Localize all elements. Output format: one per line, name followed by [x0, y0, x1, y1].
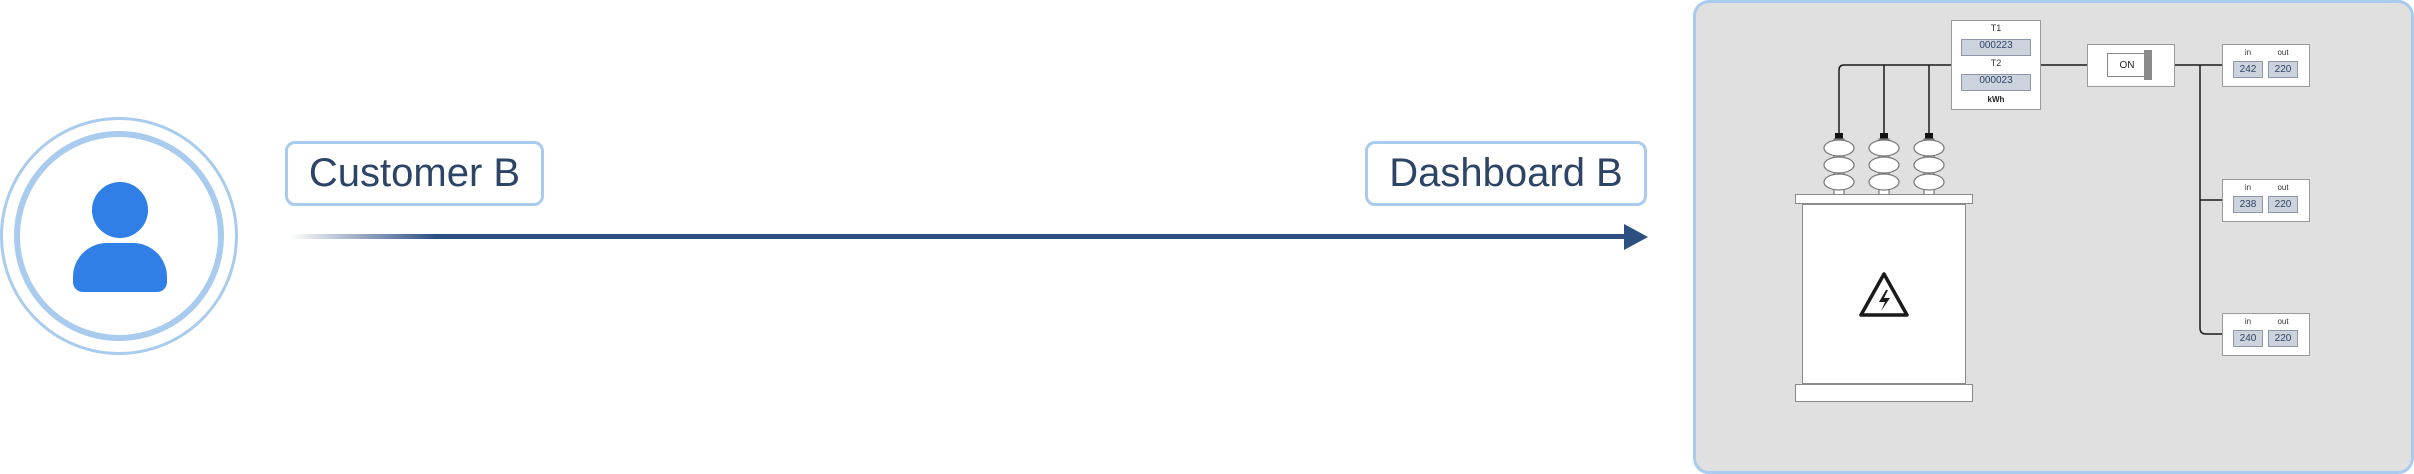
- readout-3-out-value: 220: [2268, 330, 2298, 347]
- meter-t1-value: 000223: [1961, 39, 2031, 56]
- readout-2-in-value: 238: [2233, 196, 2263, 213]
- person-icon-head: [92, 182, 148, 238]
- insulator-3: [1913, 133, 1945, 196]
- switch-toggle[interactable]: ON: [2107, 53, 2147, 77]
- meter-t2-label: T2: [1990, 58, 2002, 68]
- readout-3-in-label: in: [2244, 317, 2252, 326]
- readout-1-in-value: 242: [2233, 61, 2263, 78]
- meter-unit: kWh: [1987, 95, 2005, 104]
- readout-2-in-label: in: [2244, 183, 2252, 192]
- customer-avatar-ring-outer: [0, 117, 238, 355]
- high-voltage-icon: [1859, 272, 1909, 317]
- meter-t1-label: T1: [1990, 23, 2002, 33]
- wire-distribution-trunk: [2199, 65, 2222, 335]
- energy-meter: [1951, 20, 2041, 110]
- insulator-1: [1823, 133, 1855, 196]
- dashboard-label: Dashboard B: [1365, 141, 1647, 206]
- readout-3-out-label: out: [2277, 317, 2289, 326]
- transformer-lid: [1795, 194, 1973, 204]
- wire-phase-1: [1838, 64, 1951, 136]
- flow-arrow-line: [290, 234, 1625, 239]
- readout-3-in-value: 240: [2233, 330, 2263, 347]
- transformer-base: [1795, 384, 1973, 402]
- person-icon-body: [73, 243, 167, 292]
- meter-t2-value: 000023: [1961, 74, 2031, 91]
- flow-arrow-head: [1624, 224, 1648, 250]
- readout-1-out-value: 220: [2268, 61, 2298, 78]
- readout-1-in-label: in: [2244, 48, 2252, 57]
- readout-2-out-label: out: [2277, 183, 2289, 192]
- customer-label: Customer B: [285, 141, 544, 206]
- readout-2-out-value: 220: [2268, 196, 2298, 213]
- customer-avatar-ring-inner: [14, 131, 224, 341]
- switch-handle[interactable]: [2144, 50, 2152, 80]
- readout-1-out-label: out: [2277, 48, 2289, 57]
- insulator-2: [1868, 133, 1900, 196]
